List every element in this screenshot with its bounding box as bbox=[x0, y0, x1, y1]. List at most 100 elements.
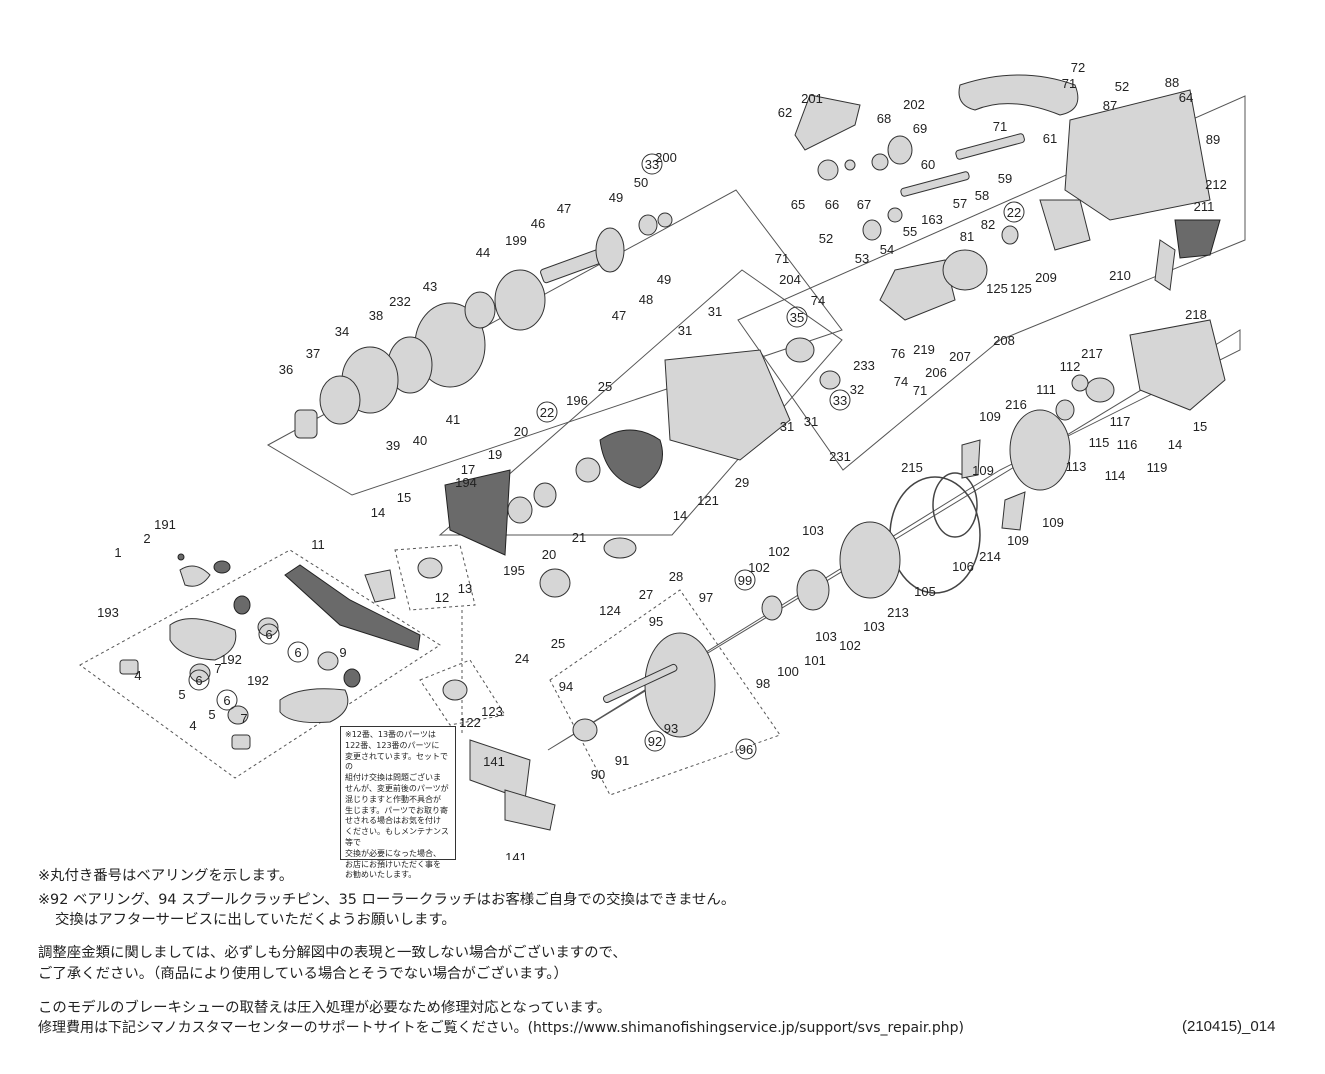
part-label-21: 21 bbox=[572, 530, 586, 545]
part-label-71b: 71 bbox=[993, 119, 1007, 134]
part-label-195: 195 bbox=[503, 563, 525, 578]
part-label-61: 61 bbox=[1043, 131, 1057, 146]
note-bearing-circles: ※丸付き番号はベアリングを示します。 bbox=[38, 868, 294, 884]
bearing-circle-96 bbox=[735, 738, 757, 760]
note-box-line: ください。もしメンテナンス等で bbox=[345, 827, 449, 847]
part-label-101: 101 bbox=[804, 653, 826, 668]
part-label-31c: 31 bbox=[780, 419, 794, 434]
note-non-replaceable-parts: ※92 ベアリング、94 スプールクラッチピン、35 ローラークラッチはお客様ご… bbox=[38, 892, 736, 908]
part-label-209: 209 bbox=[1035, 270, 1057, 285]
part-label-119: 119 bbox=[1147, 460, 1168, 475]
part-label-91: 91 bbox=[615, 753, 629, 768]
part-label-35: 35 bbox=[790, 310, 804, 325]
part-label-47a: 47 bbox=[557, 201, 571, 216]
part-label-204: 204 bbox=[779, 272, 801, 287]
part-label-233: 233 bbox=[853, 358, 875, 373]
part-label-215: 215 bbox=[901, 460, 923, 475]
part-label-48: 48 bbox=[639, 292, 653, 307]
part-label-123: 123 bbox=[481, 704, 503, 719]
part-label-213: 213 bbox=[887, 605, 909, 620]
part-label-207: 207 bbox=[949, 349, 971, 364]
part-label-206: 206 bbox=[925, 365, 947, 380]
part-label-141b: 141 bbox=[505, 850, 527, 860]
part-label-1: 1 bbox=[114, 545, 121, 560]
bearing-circle-99 bbox=[734, 569, 756, 591]
part-label-92: 92 bbox=[648, 734, 662, 749]
part-label-102b: 102 bbox=[748, 560, 770, 575]
part-label-212: 212 bbox=[1205, 177, 1227, 192]
frame-and-levelwind bbox=[572, 74, 1226, 742]
part-label-49a: 49 bbox=[609, 190, 623, 205]
part-label-117: 117 bbox=[1110, 414, 1131, 429]
part-label-125a: 125 bbox=[986, 281, 1008, 296]
document-code: (210415)_014 bbox=[1182, 1018, 1276, 1035]
part-label-9: 9 bbox=[339, 645, 346, 660]
part-label-196: 196 bbox=[566, 393, 588, 408]
part-label-210: 210 bbox=[1109, 268, 1131, 283]
part-label-66: 66 bbox=[825, 197, 839, 212]
part-label-192b: 192 bbox=[247, 673, 269, 688]
part-label-60: 60 bbox=[921, 157, 935, 172]
part-label-201: 201 bbox=[801, 91, 823, 106]
part-label-71d: 71 bbox=[913, 383, 927, 398]
part-label-125b: 125 bbox=[1010, 281, 1032, 296]
part-label-14c: 14 bbox=[1168, 437, 1182, 452]
part-label-69: 69 bbox=[913, 121, 927, 136]
part-label-53: 53 bbox=[855, 251, 869, 266]
part-label-71a: 71 bbox=[1062, 76, 1076, 91]
part-label-95: 95 bbox=[649, 614, 663, 629]
part-label-6b: 6 bbox=[195, 673, 202, 688]
part-label-115: 115 bbox=[1089, 435, 1110, 450]
part-label-28: 28 bbox=[669, 569, 683, 584]
part-label-217: 217 bbox=[1081, 346, 1103, 361]
part-label-199: 199 bbox=[505, 233, 527, 248]
part-label-47b: 47 bbox=[612, 308, 626, 323]
part-label-122: 122 bbox=[459, 715, 481, 730]
part-label-193: 193 bbox=[97, 605, 119, 620]
handle-assembly bbox=[119, 553, 556, 831]
part-label-64: 64 bbox=[1179, 90, 1193, 105]
part-label-97: 97 bbox=[699, 590, 713, 605]
part-label-102a: 102 bbox=[768, 544, 790, 559]
bearing-circle-22a bbox=[536, 401, 558, 423]
part-label-41: 41 bbox=[446, 412, 460, 427]
bearing-circle-6a bbox=[258, 623, 280, 645]
part-label-52b: 52 bbox=[819, 231, 833, 246]
part-label-57: 57 bbox=[953, 196, 967, 211]
note-box-line: 122番、123番のパーツに bbox=[345, 740, 440, 750]
part-label-141a: 141 bbox=[483, 754, 505, 769]
part-label-93: 93 bbox=[664, 721, 678, 736]
part-label-54: 54 bbox=[880, 242, 894, 257]
part-label-31b: 31 bbox=[708, 304, 722, 319]
part-label-43: 43 bbox=[423, 279, 437, 294]
part-label-7a: 7 bbox=[214, 661, 221, 676]
part-label-55: 55 bbox=[903, 224, 917, 239]
part-label-121: 121 bbox=[697, 493, 719, 508]
part-label-17: 17 bbox=[461, 462, 475, 477]
note-box-line: 組付け交換は問題ございま bbox=[345, 773, 441, 783]
note-after-service: 交換はアフターサービスに出していただくようお願いします。 bbox=[55, 912, 456, 928]
part-label-39: 39 bbox=[386, 438, 400, 453]
part-label-2: 2 bbox=[143, 531, 150, 546]
part-label-62: 62 bbox=[778, 105, 792, 120]
part-label-81: 81 bbox=[960, 229, 974, 244]
bearing-circle-22b bbox=[1003, 201, 1025, 223]
part-label-11: 11 bbox=[311, 537, 325, 552]
part-label-109d: 109 bbox=[1007, 533, 1029, 548]
part-label-106: 106 bbox=[952, 559, 974, 574]
part-label-14a: 14 bbox=[371, 505, 385, 520]
part-label-37: 37 bbox=[306, 346, 320, 361]
part-label-32: 32 bbox=[850, 382, 864, 397]
part-label-231: 231 bbox=[829, 449, 851, 464]
part-label-114: 114 bbox=[1105, 468, 1126, 483]
drive-gear-assembly bbox=[294, 212, 841, 598]
note-brake-shoe: このモデルのブレーキシューの取替えは圧入処理が必要なため修理対応となっています。 bbox=[38, 1000, 612, 1016]
note-box-line: ※12番、13番のパーツは bbox=[345, 730, 436, 739]
part-label-14b: 14 bbox=[673, 508, 687, 523]
part-label-202: 202 bbox=[903, 97, 925, 112]
part-label-46: 46 bbox=[531, 216, 545, 231]
part-label-74b: 74 bbox=[894, 374, 908, 389]
